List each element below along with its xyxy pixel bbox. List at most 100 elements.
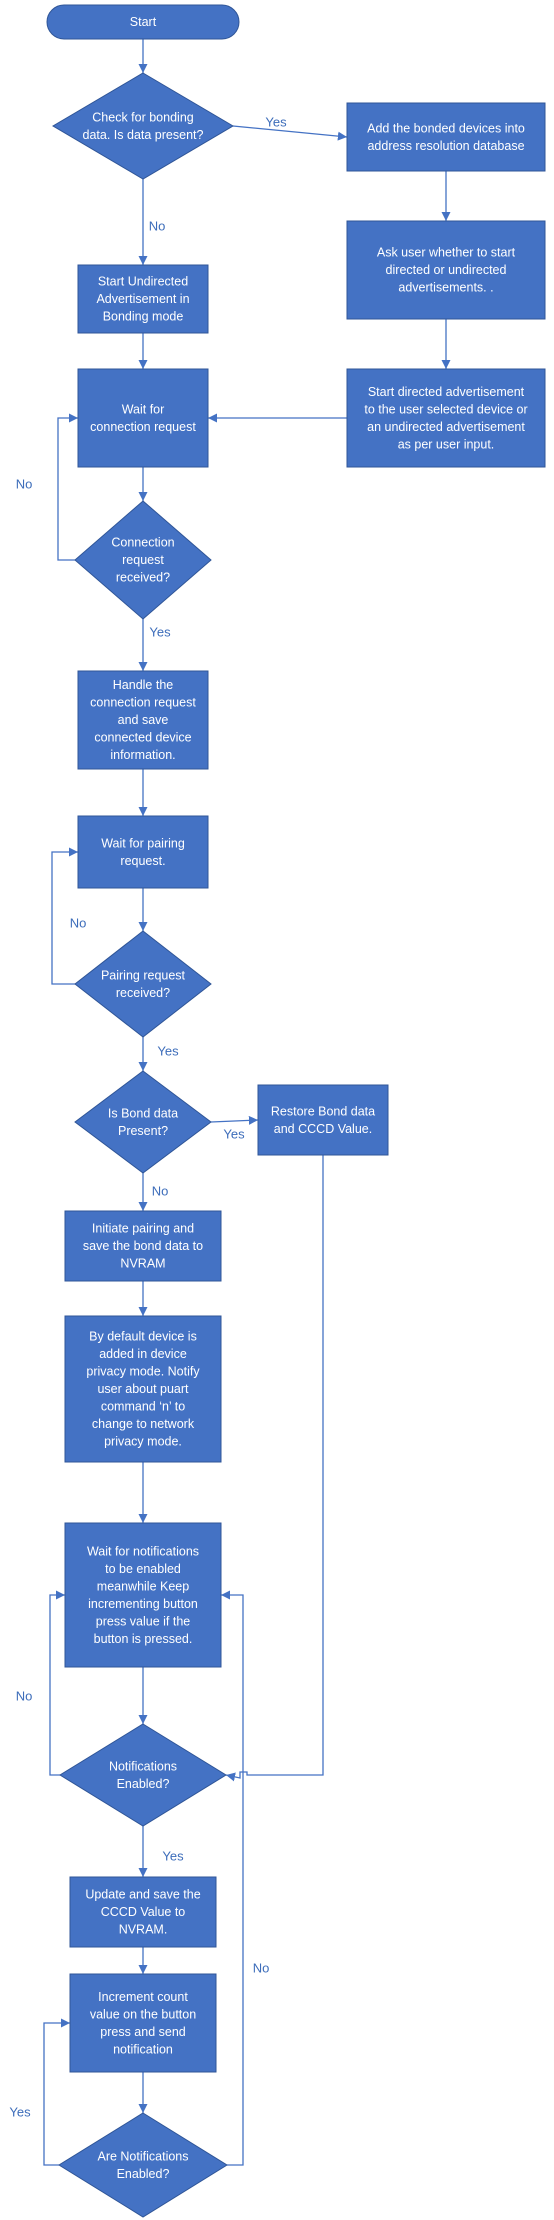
node-text-line: value on the button xyxy=(90,2007,196,2021)
decision-diamond xyxy=(52,72,234,180)
node-text-line: press value if the xyxy=(96,1614,191,1628)
node-increment-count: Increment count value on the button press … xyxy=(69,1973,217,2073)
node-check-bonding: Check for bonding data. Is data present? xyxy=(52,72,234,180)
process-box xyxy=(77,264,209,334)
node-text-line: received? xyxy=(116,986,170,1000)
node-text-line: connection request xyxy=(90,420,196,434)
edge-notifications-no-loop xyxy=(49,1590,65,1776)
node-add-bonded: Add the bonded devices into address resol… xyxy=(346,102,546,172)
node-pairing-received: Pairing request received? xyxy=(74,930,212,1038)
node-text-line: Ask user whether to start xyxy=(377,246,516,260)
node-text-line: advertisements. . xyxy=(398,281,493,295)
node-text-line: button is pressed. xyxy=(94,1632,193,1646)
node-text-line: Wait for xyxy=(122,402,165,416)
node-text-line: notification xyxy=(113,2042,173,2056)
edge-label-bond-no: No xyxy=(152,1184,169,1199)
node-text-line: Increment count xyxy=(98,1990,188,2004)
node-text-line: By default device is xyxy=(89,1330,197,1344)
process-box xyxy=(346,220,546,320)
node-text-line: privacy mode. Notify xyxy=(86,1365,200,1379)
edge-are-notifications-no-to-wait-notifications xyxy=(221,1590,244,2166)
decision-diamond xyxy=(74,1070,212,1174)
node-text-line: press and send xyxy=(100,2025,186,2039)
process-box xyxy=(77,815,209,889)
process-box xyxy=(257,1084,389,1156)
node-text-line: Update and save the xyxy=(85,1888,200,1902)
edge-label-are-notifications-no: No xyxy=(253,1961,270,1976)
node-text-line: Start xyxy=(130,15,157,29)
node-text-line: and save xyxy=(118,713,169,727)
edge-label-notifications-no: No xyxy=(16,1689,33,1704)
node-text-line: information. xyxy=(110,748,175,762)
edge-label-pairing-yes: Yes xyxy=(157,1044,179,1059)
edge-connection-no-loop xyxy=(57,413,78,561)
node-text-line: received? xyxy=(116,571,170,585)
node-text-line: connected device xyxy=(94,731,191,745)
node-text-line: privacy mode. xyxy=(104,1435,182,1449)
edge-label-connection-no: No xyxy=(16,477,33,492)
edge-label-check-no: No xyxy=(149,219,166,234)
node-text-line: Present? xyxy=(118,1124,168,1138)
node-text-line: data. Is data present? xyxy=(83,128,204,142)
edge-are-notifications-yes-loop xyxy=(43,2018,70,2166)
node-text-line: Check for bonding xyxy=(92,110,194,124)
node-restore-bond: Restore Bond data and CCCD Value. xyxy=(257,1084,389,1156)
node-text-line: Restore Bond data xyxy=(271,1104,375,1118)
node-start: Start xyxy=(46,4,240,40)
node-text-line: Handle the xyxy=(113,678,174,692)
node-text-line: change to network xyxy=(92,1417,195,1431)
process-box xyxy=(64,1315,222,1463)
node-text-line: incrementing button xyxy=(88,1597,198,1611)
node-text-line: save the bond data to xyxy=(83,1239,203,1253)
edge-label-bond-yes: Yes xyxy=(223,1127,245,1142)
node-text-line: Pairing request xyxy=(101,968,186,982)
node-text-line: CCCD Value to xyxy=(101,1905,186,1919)
node-text-line: Connection xyxy=(111,536,174,550)
edge-check-yes-to-add-bonded xyxy=(232,125,348,141)
process-box xyxy=(69,1973,217,2073)
process-box xyxy=(77,368,209,468)
node-connection-received: Connection request received? xyxy=(74,500,212,620)
decision-diamond xyxy=(74,930,212,1038)
node-text-line: added in device xyxy=(99,1347,187,1361)
edge-label-are-notifications-yes: Yes xyxy=(9,2105,31,2120)
node-text-line: an undirected advertisement xyxy=(367,420,525,434)
node-text-line: Add the bonded devices into xyxy=(367,121,525,135)
edge-label-connection-yes: Yes xyxy=(149,625,171,640)
node-text-line: address resolution database xyxy=(367,139,524,153)
edge-pairing-no-loop xyxy=(51,847,78,985)
node-text-line: Notifications xyxy=(109,1759,177,1773)
node-text-line: and CCCD Value. xyxy=(274,1122,372,1136)
node-text-line: NVRAM. xyxy=(119,1923,168,1937)
node-text-line: command ‘n’ to xyxy=(101,1400,185,1414)
process-box xyxy=(64,1210,222,1282)
edge-restore-to-notifications-enabled xyxy=(225,1155,324,1782)
decision-diamond xyxy=(59,1723,227,1827)
process-box xyxy=(69,1876,217,1948)
node-text-line: connection request xyxy=(90,696,196,710)
node-text-line: request xyxy=(122,553,164,567)
node-text-line: NVRAM xyxy=(120,1257,165,1271)
node-text-line: Start Undirected xyxy=(98,275,188,289)
process-box xyxy=(346,102,546,172)
node-text-line: Bonding mode xyxy=(103,310,184,324)
node-text-line: Is Bond data xyxy=(108,1106,178,1120)
node-handle-connection: Handle the connection request and save conn… xyxy=(77,670,209,770)
edge-bond-yes-to-restore xyxy=(210,1115,259,1125)
node-text-line: Initiate pairing and xyxy=(92,1222,194,1236)
edge-label-notifications-yes: Yes xyxy=(162,1849,184,1864)
node-initiate-pairing: Initiate pairing and save the bond data t… xyxy=(64,1210,222,1282)
process-box xyxy=(64,1522,222,1668)
node-text-line: Wait for pairing xyxy=(101,836,185,850)
decision-diamond xyxy=(58,2112,228,2218)
node-default-privacy: By default device is added in device priva… xyxy=(64,1315,222,1463)
node-text-line: Are Notifications xyxy=(97,2149,188,2163)
